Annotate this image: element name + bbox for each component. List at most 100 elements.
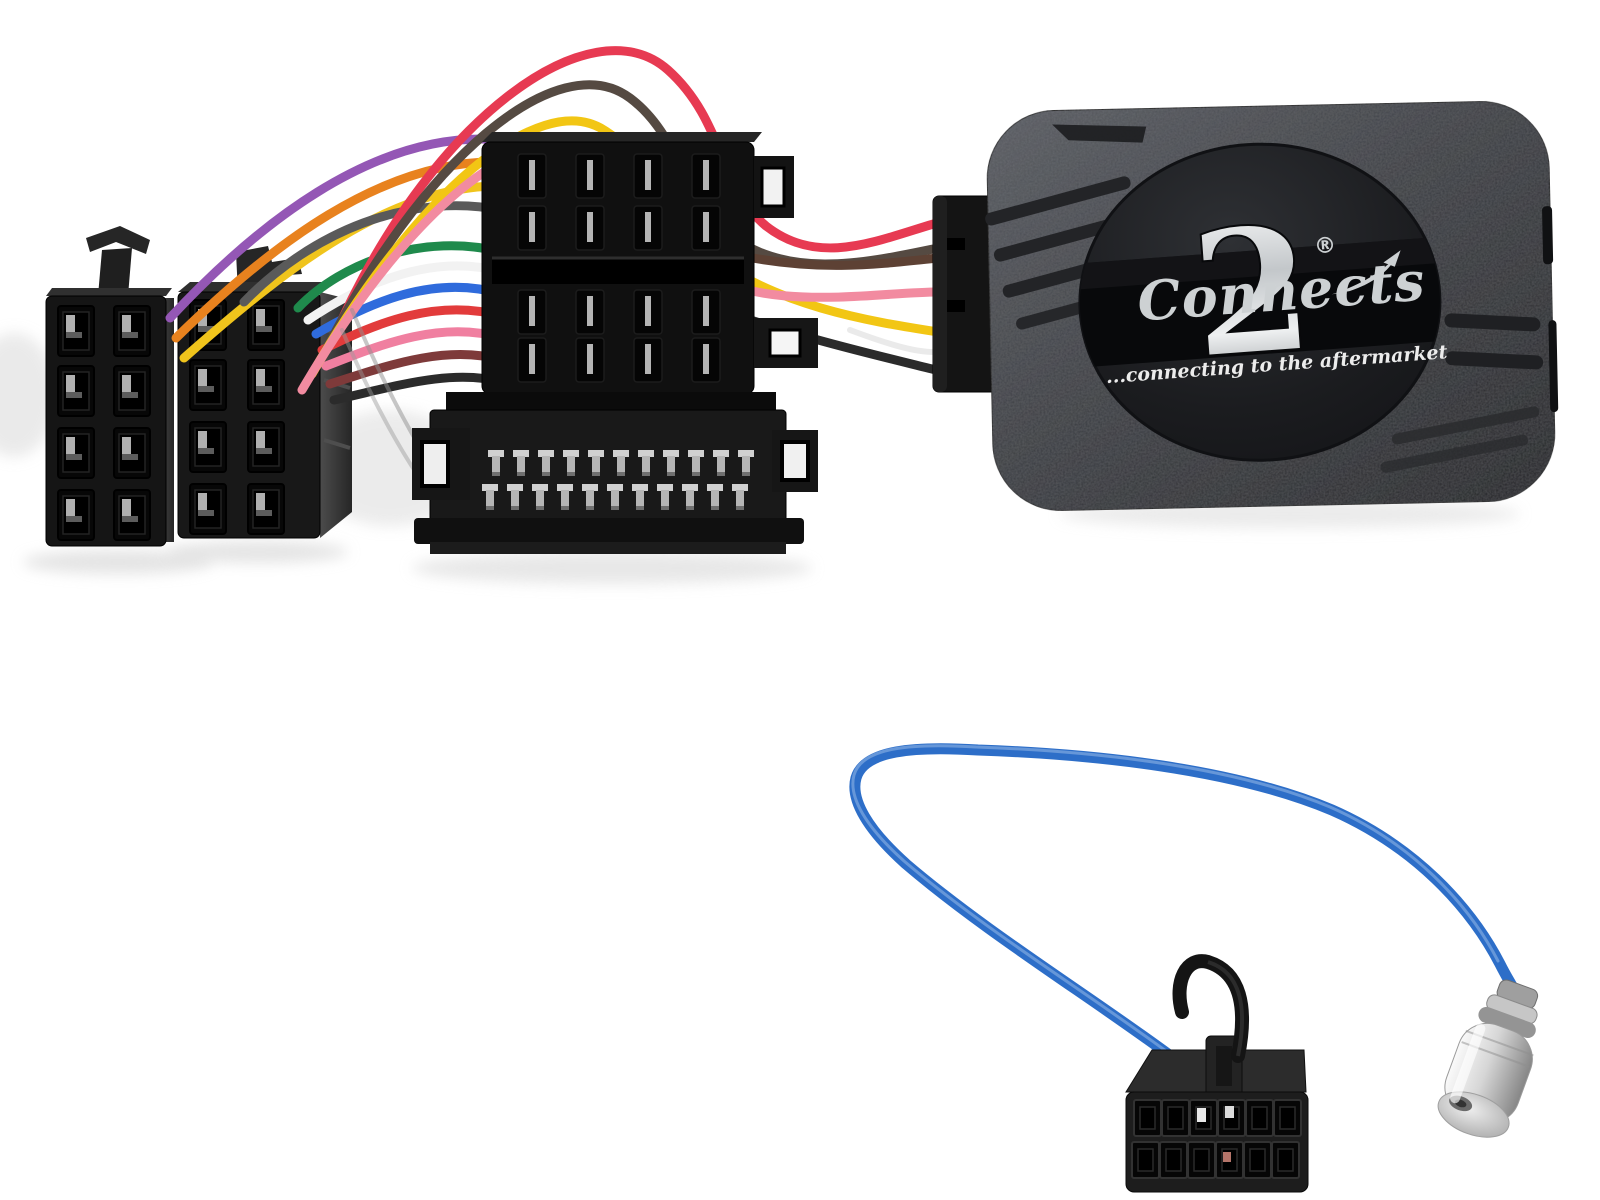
top-notch (1052, 124, 1147, 143)
interface-box: 2 Connects ® ...connecting to the afterm… (932, 101, 1559, 511)
pin-socket (517, 289, 547, 335)
shadow (0, 333, 56, 457)
quadlock-connector (412, 132, 818, 554)
rib (1391, 406, 1540, 445)
pin-socket (517, 205, 547, 251)
antenna-adapter (849, 743, 1539, 1193)
molex-clip-slot (1216, 1046, 1232, 1086)
iso-connector-b (177, 246, 352, 539)
socket (1245, 1099, 1274, 1137)
pin-socket (113, 427, 151, 479)
rib (1380, 434, 1528, 473)
molex-connector (1125, 954, 1309, 1193)
pin-socket (691, 205, 721, 251)
wing-window (420, 440, 450, 488)
socket (1243, 1141, 1272, 1179)
edge-slot (1548, 320, 1559, 413)
socket (1271, 1141, 1300, 1179)
stub-lip (933, 196, 947, 392)
male-flange (414, 518, 804, 544)
iso-connector-a (45, 226, 174, 547)
pin-socket (247, 421, 285, 473)
male-section (412, 392, 818, 554)
box-body-group: 2 Connects ® ...connecting to the afterm… (985, 101, 1559, 511)
terminal-glint (1197, 1108, 1206, 1122)
logo-flourish-tick (1383, 250, 1401, 267)
gloss-band-group (1076, 235, 1444, 369)
wire-gray (239, 201, 507, 307)
shadow (168, 541, 348, 563)
pin-socket (189, 359, 227, 411)
latch-post (98, 248, 132, 296)
edge-slot (1542, 206, 1554, 265)
pin-socket (575, 153, 605, 199)
pin-socket (691, 337, 721, 383)
pin-socket (517, 337, 547, 383)
pin-socket (633, 205, 663, 251)
plug-neck (1478, 1006, 1536, 1038)
pin-socket (247, 299, 285, 351)
male-lip (446, 392, 776, 414)
connector-body (45, 295, 167, 547)
pin-socket (189, 421, 227, 473)
wire-white (303, 261, 507, 325)
wire-pink (321, 327, 507, 371)
cable-highlight (851, 744, 1500, 1059)
pin-socket (247, 483, 285, 535)
right-ribs (1380, 313, 1544, 473)
wire-brown-lead (737, 251, 943, 270)
stub-notch (947, 300, 965, 312)
pin-socket (517, 153, 547, 199)
pin-socket (189, 483, 227, 535)
pin-socket (691, 289, 721, 335)
pin-socket (113, 489, 151, 541)
terminal-glint (1225, 1106, 1234, 1118)
pin-socket (247, 359, 285, 411)
pin-socket (633, 289, 663, 335)
pin-socket (113, 365, 151, 417)
connector-top-face (46, 288, 172, 296)
pin-socket (57, 489, 95, 541)
registered-mark: ® (1313, 233, 1337, 260)
shadow (23, 550, 213, 574)
socket (1133, 1099, 1162, 1137)
din-antenna-plug (1437, 979, 1539, 1138)
block-divider (492, 258, 744, 284)
block-top-face (482, 132, 762, 142)
wire-white-lead (847, 327, 937, 355)
pin-socket (113, 305, 151, 357)
pin-socket (57, 305, 95, 357)
pin-socket (691, 153, 721, 199)
rib (1444, 313, 1541, 332)
shadow (412, 552, 812, 584)
band-sheen (1076, 235, 1444, 291)
pin-socket (575, 337, 605, 383)
box-plug-stub (932, 195, 998, 393)
rib (1445, 351, 1544, 370)
socket (1273, 1099, 1302, 1137)
male-skirt (430, 542, 786, 554)
wire-red (317, 305, 507, 355)
socket (1187, 1141, 1216, 1179)
socket (1131, 1141, 1160, 1179)
wire-red-arc (327, 46, 945, 347)
male-body (429, 409, 787, 527)
pin-socket (633, 153, 663, 199)
logo-numeral: 2 (1185, 186, 1319, 397)
pin-socket (575, 289, 605, 335)
plug-highlight (1450, 1023, 1486, 1104)
socket (1159, 1141, 1188, 1179)
pin-socket (57, 427, 95, 479)
terminal-glint (1223, 1152, 1231, 1162)
rib (985, 176, 1131, 226)
side-tab-window (768, 328, 802, 358)
wing-window (780, 440, 810, 482)
side-tab-window (760, 166, 786, 208)
pin-socket (575, 205, 605, 251)
latch-arm (86, 226, 150, 254)
socket (1161, 1099, 1190, 1137)
pin-socket (633, 337, 663, 383)
stub-notch (947, 238, 965, 250)
